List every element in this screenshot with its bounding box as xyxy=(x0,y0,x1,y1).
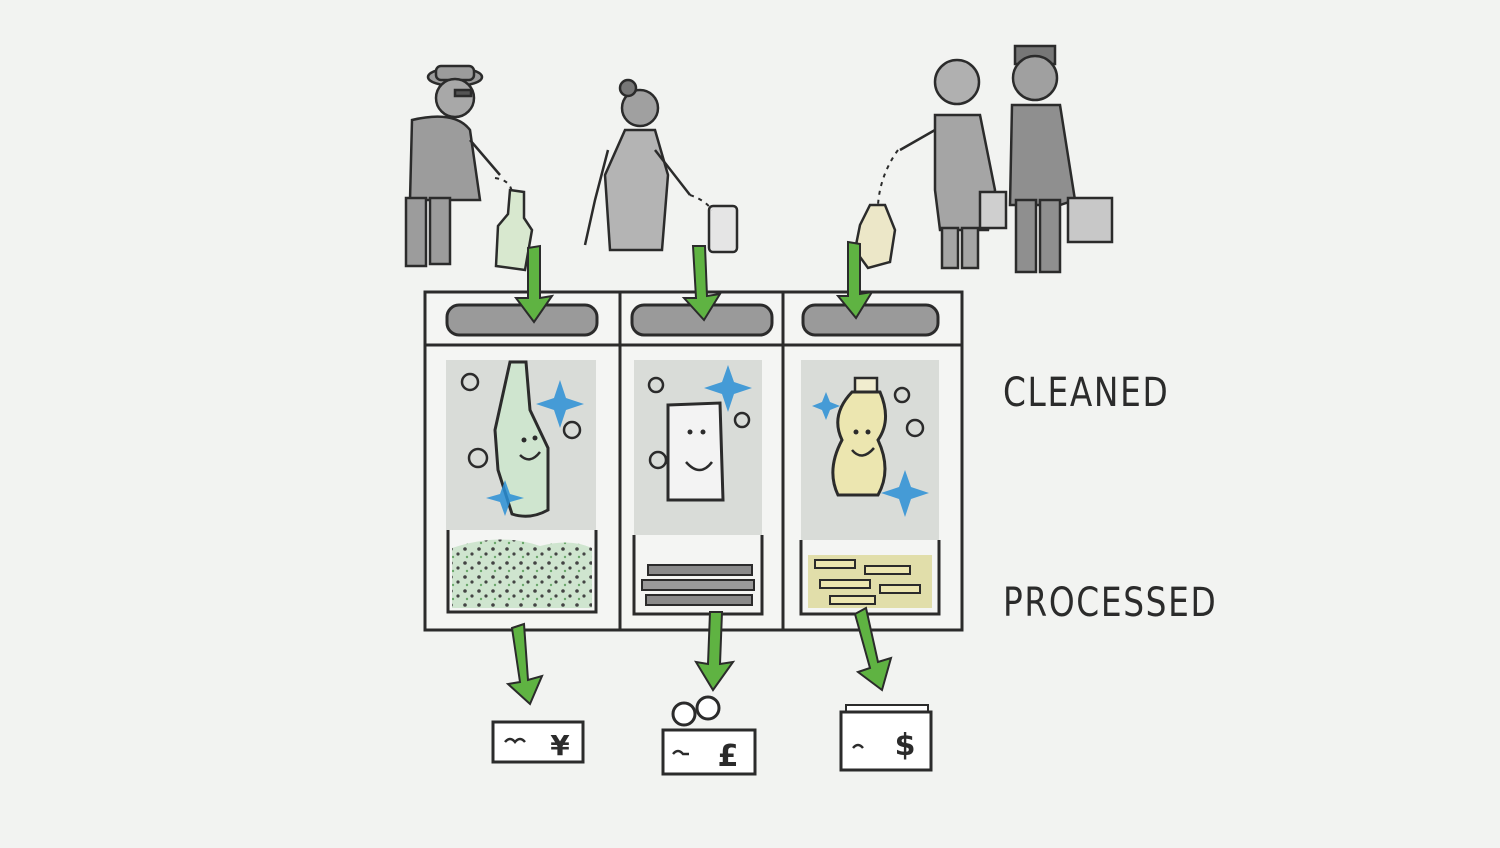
bin-slot-plastic xyxy=(801,303,940,337)
can-smiling-icon xyxy=(647,365,752,502)
plastic-bottle-smiling-icon xyxy=(812,376,929,517)
metal-scrap-icon xyxy=(632,535,764,616)
plastic-flakes-icon xyxy=(799,540,941,616)
arrow-icon xyxy=(835,240,875,320)
can-icon xyxy=(707,204,739,254)
svg-text:£: £ xyxy=(718,739,739,774)
svg-text:$: $ xyxy=(895,728,916,763)
arrow-icon xyxy=(694,611,736,692)
cleaned-label: CLEANED xyxy=(1003,370,1170,416)
plastic-bag-icon xyxy=(853,203,897,270)
arrow-icon xyxy=(681,245,722,322)
arrow-icon xyxy=(853,606,893,692)
banknote-yen-icon: ¥ xyxy=(491,720,585,764)
processed-label: PROCESSED xyxy=(1003,580,1218,626)
svg-text:¥: ¥ xyxy=(550,729,570,762)
glass-cullet-icon xyxy=(446,530,598,614)
arrow-icon xyxy=(514,244,555,324)
banknote-pound-icon: £ xyxy=(661,695,757,776)
arrow-icon xyxy=(505,622,544,706)
person-man-with-bag xyxy=(1008,44,1114,274)
person-man-with-hat xyxy=(404,64,501,268)
arrows xyxy=(505,240,893,706)
person-woman xyxy=(899,58,1008,270)
bottle-smiling-icon xyxy=(460,360,584,518)
glass-bottle-icon xyxy=(494,188,534,272)
bin-slot-glass xyxy=(445,303,599,337)
person-girl xyxy=(583,78,691,252)
banknote-dollar-icon: $ xyxy=(839,704,933,772)
